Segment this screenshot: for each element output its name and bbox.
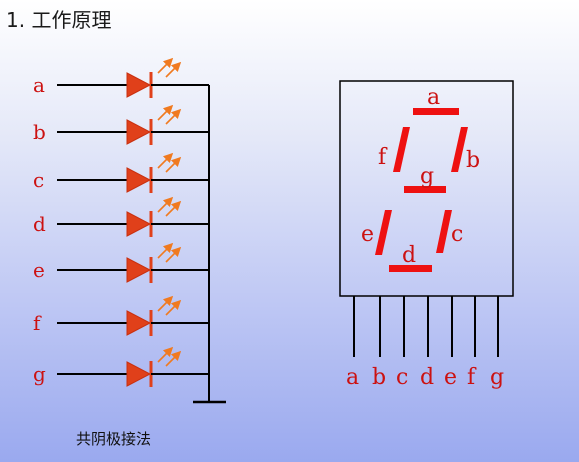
segment-b [451, 127, 468, 172]
segment-label-f: f [378, 145, 388, 170]
led-label-f: f [33, 311, 42, 335]
led-diode-icon [126, 72, 152, 98]
led-row-d: d [33, 196, 209, 237]
segment-a [413, 108, 459, 115]
led-row-c: c [33, 152, 209, 193]
pin-label-a: a [346, 365, 359, 390]
segment-label-d: d [402, 243, 416, 268]
led-label-g: g [33, 362, 46, 386]
segment-label-b: b [466, 148, 480, 173]
led-label-e: e [33, 258, 45, 282]
segment-g [404, 186, 446, 193]
led-row-g: g [33, 346, 209, 387]
led-diode-icon [126, 361, 152, 387]
led-label-d: d [33, 212, 46, 236]
led-label-a: a [33, 73, 45, 97]
pin-label-c: c [396, 365, 408, 390]
pin-label-g: g [490, 365, 504, 390]
segment-f [393, 127, 410, 172]
led-label-b: b [33, 120, 46, 144]
page-title: 1. 工作原理 [6, 8, 112, 32]
light-emission-arrows-icon [157, 242, 182, 263]
light-emission-arrows-icon [157, 295, 182, 316]
display-body [339, 80, 514, 297]
light-emission-arrows-icon [157, 346, 182, 367]
led-diode-icon [126, 257, 152, 283]
segment-label-a: a [427, 85, 440, 110]
led-label-c: c [33, 168, 44, 192]
led-row-f: f [33, 295, 209, 336]
segment-label-c: c [451, 222, 463, 247]
light-emission-arrows-icon [157, 152, 182, 173]
pin-label-d: d [420, 365, 434, 390]
pin-label-f: f [467, 365, 477, 390]
pin-label-b: b [372, 365, 386, 390]
segment-label-g: g [420, 164, 434, 189]
segment-e [375, 210, 392, 255]
led-row-e: e [33, 242, 209, 283]
led-diode-icon [126, 310, 152, 336]
pin-label-e: e [444, 365, 457, 390]
segment-label-e: e [361, 222, 374, 247]
led-diode-icon [126, 211, 152, 237]
segment-d [389, 265, 432, 272]
light-emission-arrows-icon [157, 57, 182, 78]
led-diode-icon [126, 119, 152, 145]
wiring-caption: 共阴极接法 [76, 430, 152, 448]
led-diode-icon [126, 167, 152, 193]
light-emission-arrows-icon [157, 104, 182, 125]
led-row-b: b [33, 104, 209, 145]
light-emission-arrows-icon [157, 196, 182, 217]
segment-c [436, 210, 452, 253]
led-row-a: a [33, 57, 209, 98]
